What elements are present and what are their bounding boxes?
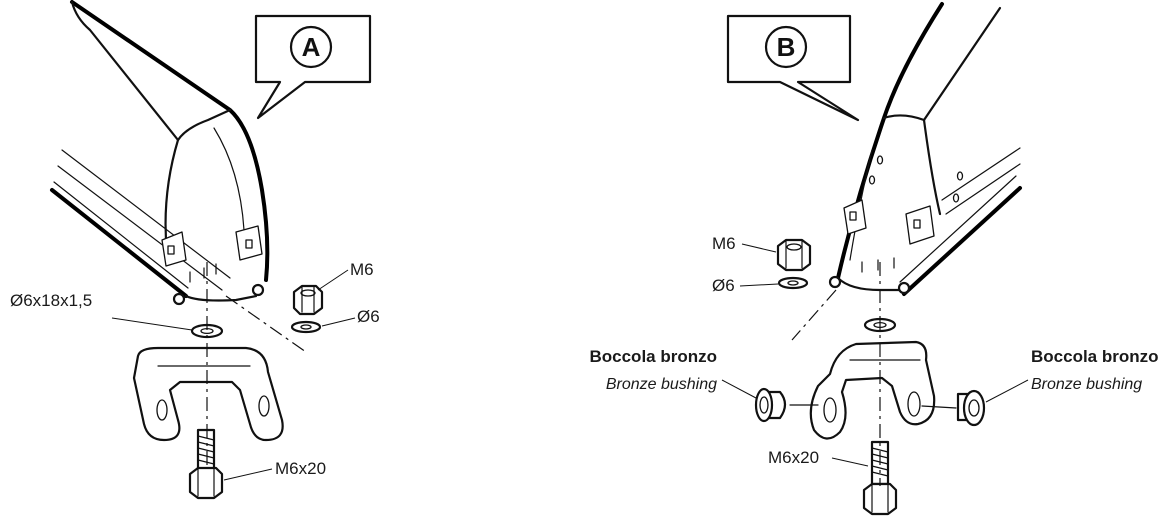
leader-a-screw (223, 468, 273, 481)
nut-m6-b (776, 238, 812, 272)
label-a-screw: M6x20 (275, 459, 326, 478)
label-a-nut: M6 (350, 260, 374, 279)
label-b-bushing-right-it: Boccola bronzo (1031, 347, 1159, 366)
bracket-b (809, 340, 936, 440)
label-b-bushing-right-en: Bronze bushing (1031, 376, 1142, 393)
leader-a-washer-small (321, 317, 356, 327)
label-b-nut: M6 (712, 234, 736, 253)
callout-a-letter: A (302, 32, 321, 62)
leader-a-nut (317, 269, 349, 291)
screw-m6x20-a (188, 428, 224, 500)
profile-a (50, 0, 270, 306)
label-b-washer: Ø6 (712, 276, 735, 295)
label-b-screw: M6x20 (768, 448, 819, 467)
bronze-bushing-right (921, 389, 986, 427)
washer-small-a (290, 320, 322, 334)
callout-a: A (254, 14, 372, 120)
callout-b: B (726, 14, 860, 122)
view-a: A (10, 0, 380, 500)
leader-b-bushing-left (721, 379, 757, 399)
leader-b-screw (831, 457, 869, 467)
leader-b-washer (739, 283, 779, 287)
leader-a-washer-large (111, 317, 193, 331)
label-a-washer-small: Ø6 (357, 307, 380, 326)
bronze-bushing-left (754, 387, 819, 423)
screw-m6x20-b (862, 440, 898, 516)
bolt-axis-b-diagonal (791, 289, 837, 341)
label-b-bushing-left-it: Boccola bronzo (589, 347, 717, 366)
bracket-a (132, 346, 284, 442)
nut-m6-a (292, 284, 324, 316)
view-b: B (589, 2, 1159, 516)
profile-b (828, 2, 1022, 296)
leader-b-nut (741, 243, 777, 253)
washer-b (777, 276, 809, 290)
label-b-bushing-left-en: Bronze bushing (606, 376, 717, 393)
washer-large-a (190, 323, 224, 339)
label-a-washer-large: Ø6x18x1,5 (10, 291, 92, 310)
bolt-axis-a-diagonal (225, 295, 307, 353)
leader-b-bushing-right (985, 379, 1029, 403)
callout-b-letter: B (777, 32, 796, 62)
